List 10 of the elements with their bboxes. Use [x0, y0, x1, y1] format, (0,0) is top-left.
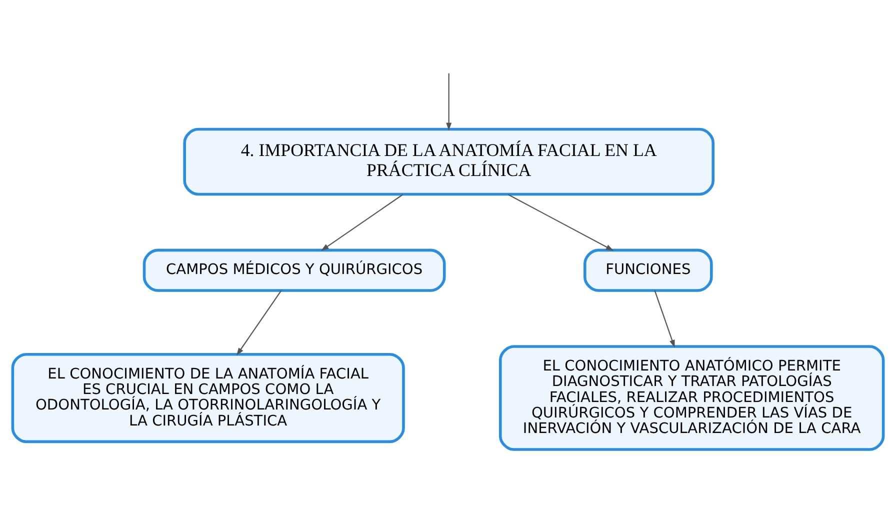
arrow: [320, 194, 404, 250]
node-box: FUNCIONES: [584, 248, 713, 292]
arrow: [446, 72, 452, 130]
arrow: [654, 290, 675, 348]
arrow: [508, 194, 614, 250]
node-box: CAMPOS MÉDICOS Y QUIRÚRGICOS: [142, 248, 446, 292]
node-box: EL CONOCIMIENTO DE LA ANATOMÍA FACIAL ES CRUCIAL EN CAMPOS COMO LA ODONTOLOGÍA, LA OTORRINOLARINGOLOGÍA Y LA CIRUGÍA PLÁSTICA: [11, 352, 405, 443]
arrow: [236, 290, 282, 356]
node-box: EL CONOCIMIENTO ANATÓMICO PERMITE DIAGNOSTICAR Y TRATAR PATOLOGÍAS FACIALES, REALIZAR PROCEDIMIENTOS QUIRÚRGICOS Y COMPRENDER LAS VÍAS DE INERVACIÓN Y VASCULARIZACIÓN DE LA CARA: [498, 344, 885, 450]
node-box: 4. IMPORTANCIA DE LA ANATOMÍA FACIAL EN LA PRÁCTICA CLÍNICA: [183, 127, 714, 196]
